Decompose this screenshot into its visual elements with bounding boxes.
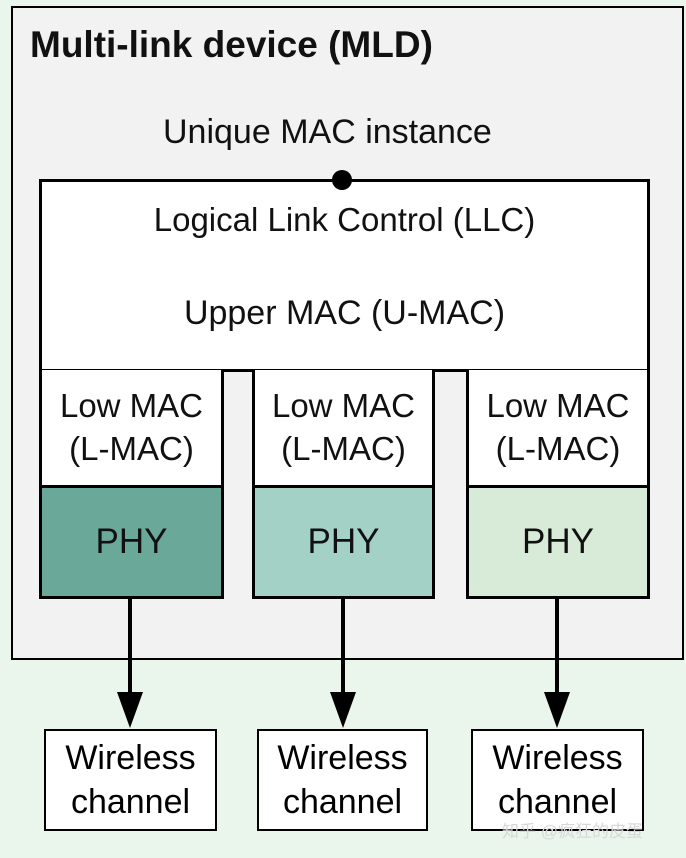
arrow-3 — [544, 599, 570, 728]
channel-label-3b: channel — [497, 783, 618, 821]
lmac-box-3: Low MAC (L-MAC) — [466, 370, 650, 488]
umac-label: Upper MAC (U-MAC) — [183, 294, 506, 332]
wireless-channel-2: Wireless channel — [257, 729, 428, 831]
wireless-channel-3: Wireless channel — [471, 729, 644, 831]
phy-box-1: PHY — [39, 485, 224, 599]
channel-label-2b: channel — [282, 783, 403, 821]
arrow-2 — [330, 599, 356, 728]
lmac-label-3b: (L-MAC) — [495, 429, 621, 467]
phy-box-2: PHY — [252, 485, 435, 599]
lmac-box-2: Low MAC (L-MAC) — [252, 370, 435, 488]
llc-label: Logical Link Control (LLC) — [153, 201, 536, 238]
phy-label-3: PHY — [522, 522, 594, 561]
lmac-label-3a: Low MAC — [486, 386, 630, 424]
lmac-label-1b: (L-MAC) — [69, 429, 194, 467]
sap-dot — [332, 170, 352, 190]
lmac-label-2b: (L-MAC) — [281, 429, 406, 467]
umac-box: Upper MAC (U-MAC) — [39, 258, 650, 372]
channel-label-1b: channel — [70, 783, 191, 821]
channel-label-3a: Wireless — [492, 738, 623, 777]
lmac-label-1a: Low MAC — [59, 386, 204, 424]
phy-label-2: PHY — [307, 522, 380, 561]
unique-mac-label: Unique MAC instance — [163, 113, 492, 151]
arrow-1 — [117, 599, 143, 728]
watermark-text: 知乎 @疯狂的皮蛋 — [502, 822, 643, 841]
channel-label-1a: Wireless — [65, 738, 196, 777]
phy-label-1: PHY — [95, 522, 168, 561]
lmac-label-2a: Low MAC — [271, 386, 416, 424]
phy-box-3: PHY — [466, 485, 650, 599]
lmac-box-1: Low MAC (L-MAC) — [39, 370, 224, 488]
wireless-channel-1: Wireless channel — [44, 729, 217, 831]
channel-label-2a: Wireless — [277, 738, 408, 777]
diagram-title: Multi-link device (MLD) — [30, 24, 433, 65]
